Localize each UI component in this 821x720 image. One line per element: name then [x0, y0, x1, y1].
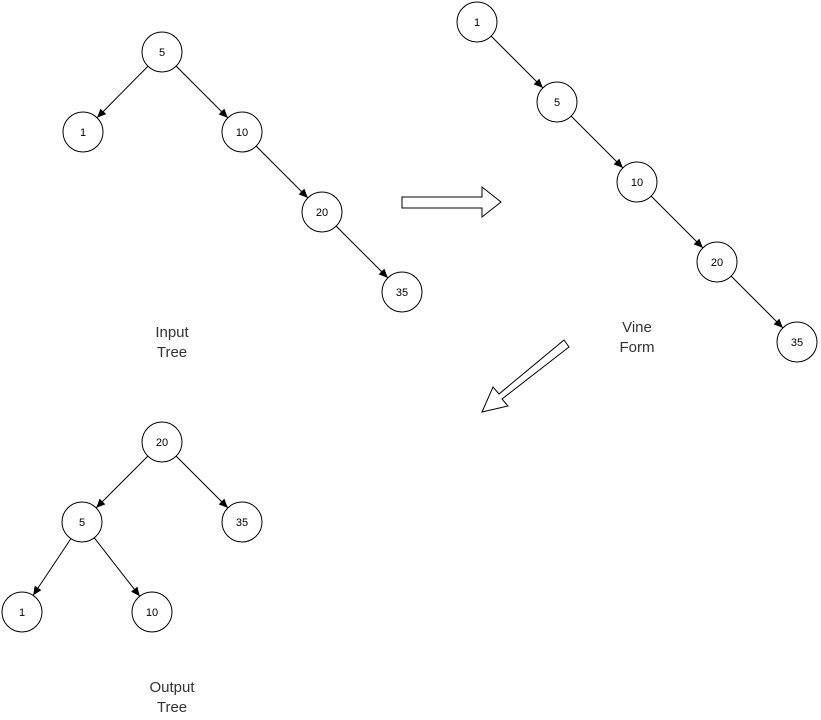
output-node-circle-10 — [131, 591, 173, 633]
output-tree-caption: Output Tree — [132, 678, 212, 718]
vine-edge-v1-v5 — [490, 35, 544, 89]
output-edge-o20-o5 — [95, 455, 149, 509]
right-transform-arrow — [401, 185, 502, 219]
vine-node-label-20: 20 — [711, 257, 723, 269]
output-node-label-10: 10 — [146, 607, 158, 619]
nodes-layer: 5 1 10 20 35 1 5 10 20 35 20 5 35 1 10 — [1, 1, 818, 633]
input-node-label-1: 1 — [80, 127, 86, 139]
output-node-label-35: 35 — [236, 517, 248, 529]
output-caption-line2: Tree — [156, 699, 188, 716]
input-node-5: 5 — [141, 31, 183, 73]
output-node-label-5: 5 — [79, 517, 85, 529]
input-node-1: 1 — [62, 111, 104, 153]
input-node-10: 10 — [221, 111, 263, 153]
output-node-20: 20 — [141, 421, 183, 463]
vine-node-label-35: 35 — [791, 337, 803, 349]
vine-edge-v20-v35 — [730, 275, 784, 329]
vine-node-10: 10 — [616, 161, 658, 203]
output-node-35: 35 — [221, 501, 263, 543]
output-node-circle-1 — [1, 591, 43, 633]
output-node-5: 5 — [61, 501, 103, 543]
vine-caption-line2: Form — [619, 339, 655, 356]
input-edge-i20-i35 — [335, 225, 389, 279]
vine-node-label-1: 1 — [474, 17, 480, 29]
input-node-label-35: 35 — [396, 287, 408, 299]
vine-node-circle-20 — [696, 241, 738, 283]
output-edge-o5-o10 — [93, 537, 141, 597]
vine-node-label-5: 5 — [554, 97, 560, 109]
output-node-1: 1 — [1, 591, 43, 633]
vine-node-circle-1 — [456, 1, 498, 43]
output-node-label-1: 1 — [19, 607, 25, 619]
vine-node-label-10: 10 — [631, 177, 643, 189]
input-node-circle-35 — [381, 271, 423, 313]
input-node-circle-1 — [62, 111, 104, 153]
input-edge-i5-i1 — [96, 65, 149, 119]
input-node-label-10: 10 — [236, 127, 248, 139]
edges-layer — [32, 35, 784, 597]
input-caption-line2: Tree — [156, 344, 188, 361]
input-tree-caption: Input Tree — [132, 323, 212, 363]
vine-edge-v5-v10 — [570, 115, 624, 169]
output-caption-line1: Output — [149, 679, 195, 696]
input-node-circle-5 — [141, 31, 183, 73]
input-node-label-5: 5 — [159, 47, 165, 59]
input-node-circle-10 — [221, 111, 263, 153]
input-edge-i10-i20 — [255, 145, 309, 199]
output-node-circle-35 — [221, 501, 263, 543]
output-node-label-20: 20 — [156, 437, 168, 449]
input-caption-line1: Input — [155, 324, 189, 341]
input-edge-i5-i10 — [175, 65, 229, 119]
output-node-10: 10 — [131, 591, 173, 633]
vine-node-circle-10 — [616, 161, 658, 203]
output-edge-o5-o1 — [32, 538, 72, 596]
vine-node-circle-5 — [536, 81, 578, 123]
vine-node-1: 1 — [456, 1, 498, 43]
input-node-20: 20 — [301, 191, 343, 233]
vine-node-5: 5 — [536, 81, 578, 123]
output-edge-o20-o35 — [175, 455, 229, 509]
vine-caption-line1: Vine — [622, 319, 652, 336]
input-node-circle-20 — [301, 191, 343, 233]
vine-node-circle-35 — [776, 321, 818, 363]
down-left-transform-arrow — [481, 339, 570, 413]
vine-form-caption: Vine Form — [597, 318, 677, 358]
vine-edge-v10-v20 — [650, 195, 704, 249]
input-node-label-20: 20 — [316, 207, 328, 219]
input-node-35: 35 — [381, 271, 423, 313]
output-node-circle-20 — [141, 421, 183, 463]
vine-node-35: 35 — [776, 321, 818, 363]
output-node-circle-5 — [61, 501, 103, 543]
vine-node-20: 20 — [696, 241, 738, 283]
